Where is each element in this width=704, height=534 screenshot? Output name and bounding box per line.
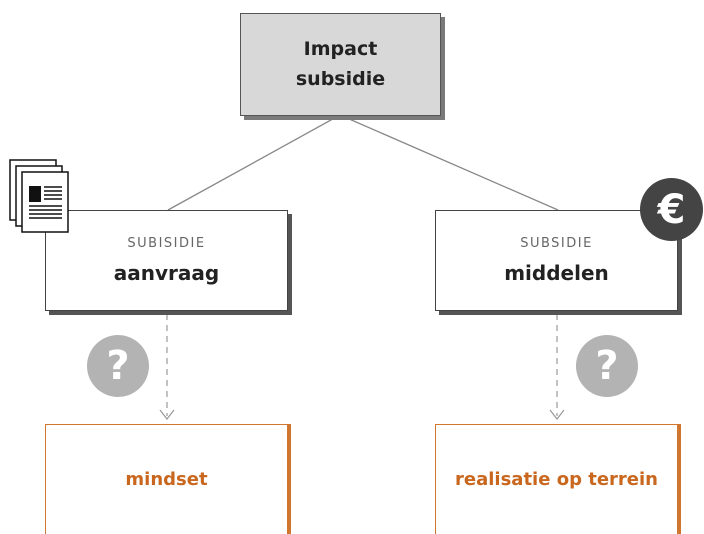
arrowhead-left — [159, 409, 175, 420]
mindset-box: mindset — [45, 424, 288, 534]
middelen-label: SUBSIDIE — [520, 236, 593, 251]
realisatie-box: realisatie op terrein — [435, 424, 678, 534]
question-icon: ? — [87, 335, 149, 397]
aanvraag-box: SUBISIDIE aanvraag — [45, 210, 288, 311]
top-line-2: subsidie — [295, 67, 386, 90]
middelen-box: SUBSIDIE middelen — [435, 210, 678, 311]
impact-subsidie-box: Impact subsidie — [240, 13, 441, 116]
question-icon: ? — [576, 335, 638, 397]
top-line-1: Impact — [303, 38, 378, 61]
documents-icon — [9, 159, 69, 233]
euro-icon: € — [640, 178, 703, 241]
connector-top-right — [339, 114, 559, 211]
aanvraag-label: SUBISIDIE — [127, 236, 206, 251]
realisatie-title: realisatie op terrein — [455, 469, 658, 490]
middelen-title: middelen — [504, 261, 609, 285]
aanvraag-title: aanvraag — [113, 261, 220, 285]
arrowhead-right — [549, 409, 565, 420]
connector-top-left — [167, 114, 341, 211]
mindset-title: mindset — [125, 469, 208, 490]
